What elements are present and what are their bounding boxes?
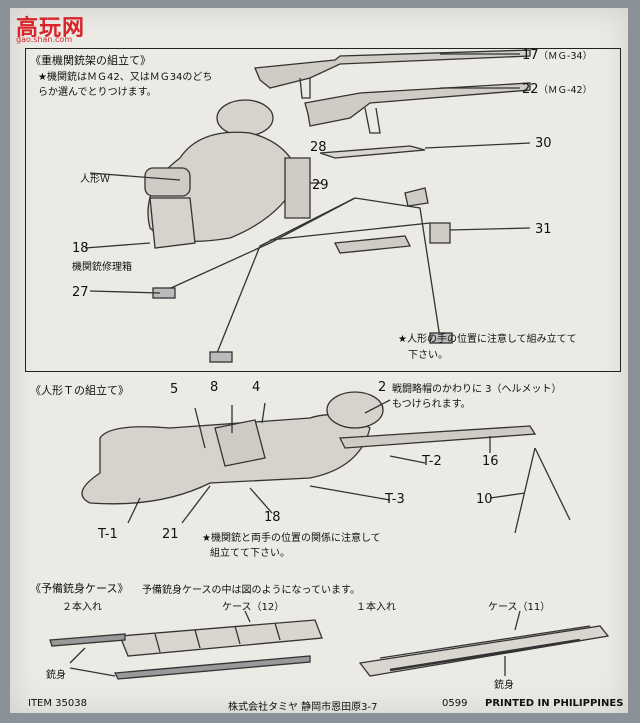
- part-18b: 18: [264, 510, 281, 525]
- helmet-note-1: 戦闘略帽のかわりに 3（ヘルメット）: [392, 384, 562, 395]
- part-21: 21: [162, 527, 179, 542]
- part-31: 31: [535, 222, 552, 237]
- mg-mount-assembly-panel: [25, 48, 621, 372]
- right-barrel: 銃身: [494, 680, 514, 691]
- part-17: 17（ＭＧ-34）: [522, 48, 593, 63]
- part-8: 8: [210, 380, 219, 395]
- instruction-sheet: 高玩网 gao.shan.com: [10, 8, 628, 713]
- part-T-2: T-2: [422, 454, 442, 469]
- section3-title: 《予備銃身ケース》: [30, 582, 129, 595]
- right-count: １本入れ: [356, 602, 396, 613]
- footer-printed: PRINTED IN PHILIPPINES: [485, 698, 624, 709]
- part-16: 16: [482, 454, 499, 469]
- section3-subtitle: 予備銃身ケースの中は図のようになっています。: [142, 585, 360, 596]
- section1-caution-2: 下さい。: [408, 350, 448, 361]
- watermark-logo: 高玩网: [16, 16, 86, 41]
- figure-w-label: 人形Ｗ: [80, 174, 110, 185]
- section2-caution-1: ★機関銃と両手の位置の関係に注意して: [202, 533, 381, 544]
- part-10: 10: [476, 492, 493, 507]
- part-30: 30: [535, 136, 552, 151]
- part-18-desc: 機関銃修理箱: [72, 262, 132, 273]
- left-barrel: 銃身: [46, 670, 66, 681]
- part-27: 27: [72, 285, 89, 300]
- footer-code: 0599: [442, 698, 468, 709]
- watermark-url: gao.shan.com: [16, 35, 73, 44]
- left-count: ２本入れ: [62, 602, 102, 613]
- left-case: ケース（12）: [222, 602, 285, 613]
- section1-caution-1: ★人形の手の位置に注意して組み立てて: [398, 334, 577, 345]
- helmet-note-2: もつけられます。: [392, 399, 471, 410]
- part-5: 5: [170, 382, 179, 397]
- footer-company: 株式会社タミヤ 静岡市恩田原3-7: [228, 702, 378, 713]
- right-case: ケース（11）: [488, 602, 551, 613]
- part-T-3: T-3: [385, 492, 405, 507]
- footer-item: ITEM 35038: [28, 698, 87, 709]
- mg-mount-illustration: [49, 49, 610, 680]
- section1-note: ★機関銃はＭＧ42、又はＭＧ34のどちらか選んでとりつけます。: [38, 72, 213, 98]
- section2-caution-2: 組立てて下さい。: [210, 548, 290, 559]
- part-22: 22（ＭＧ-42）: [522, 82, 593, 97]
- section1-title: 《重機関銃架の組立て》: [30, 54, 151, 67]
- part-18: 18: [72, 241, 89, 256]
- part-T-1: T-1: [98, 527, 118, 542]
- section2-title: 《人形Ｔの組立て》: [30, 384, 129, 397]
- part-4: 4: [252, 380, 261, 395]
- part-29: 29: [312, 178, 329, 193]
- part-2: 2: [378, 380, 387, 395]
- part-28: 28: [310, 140, 327, 155]
